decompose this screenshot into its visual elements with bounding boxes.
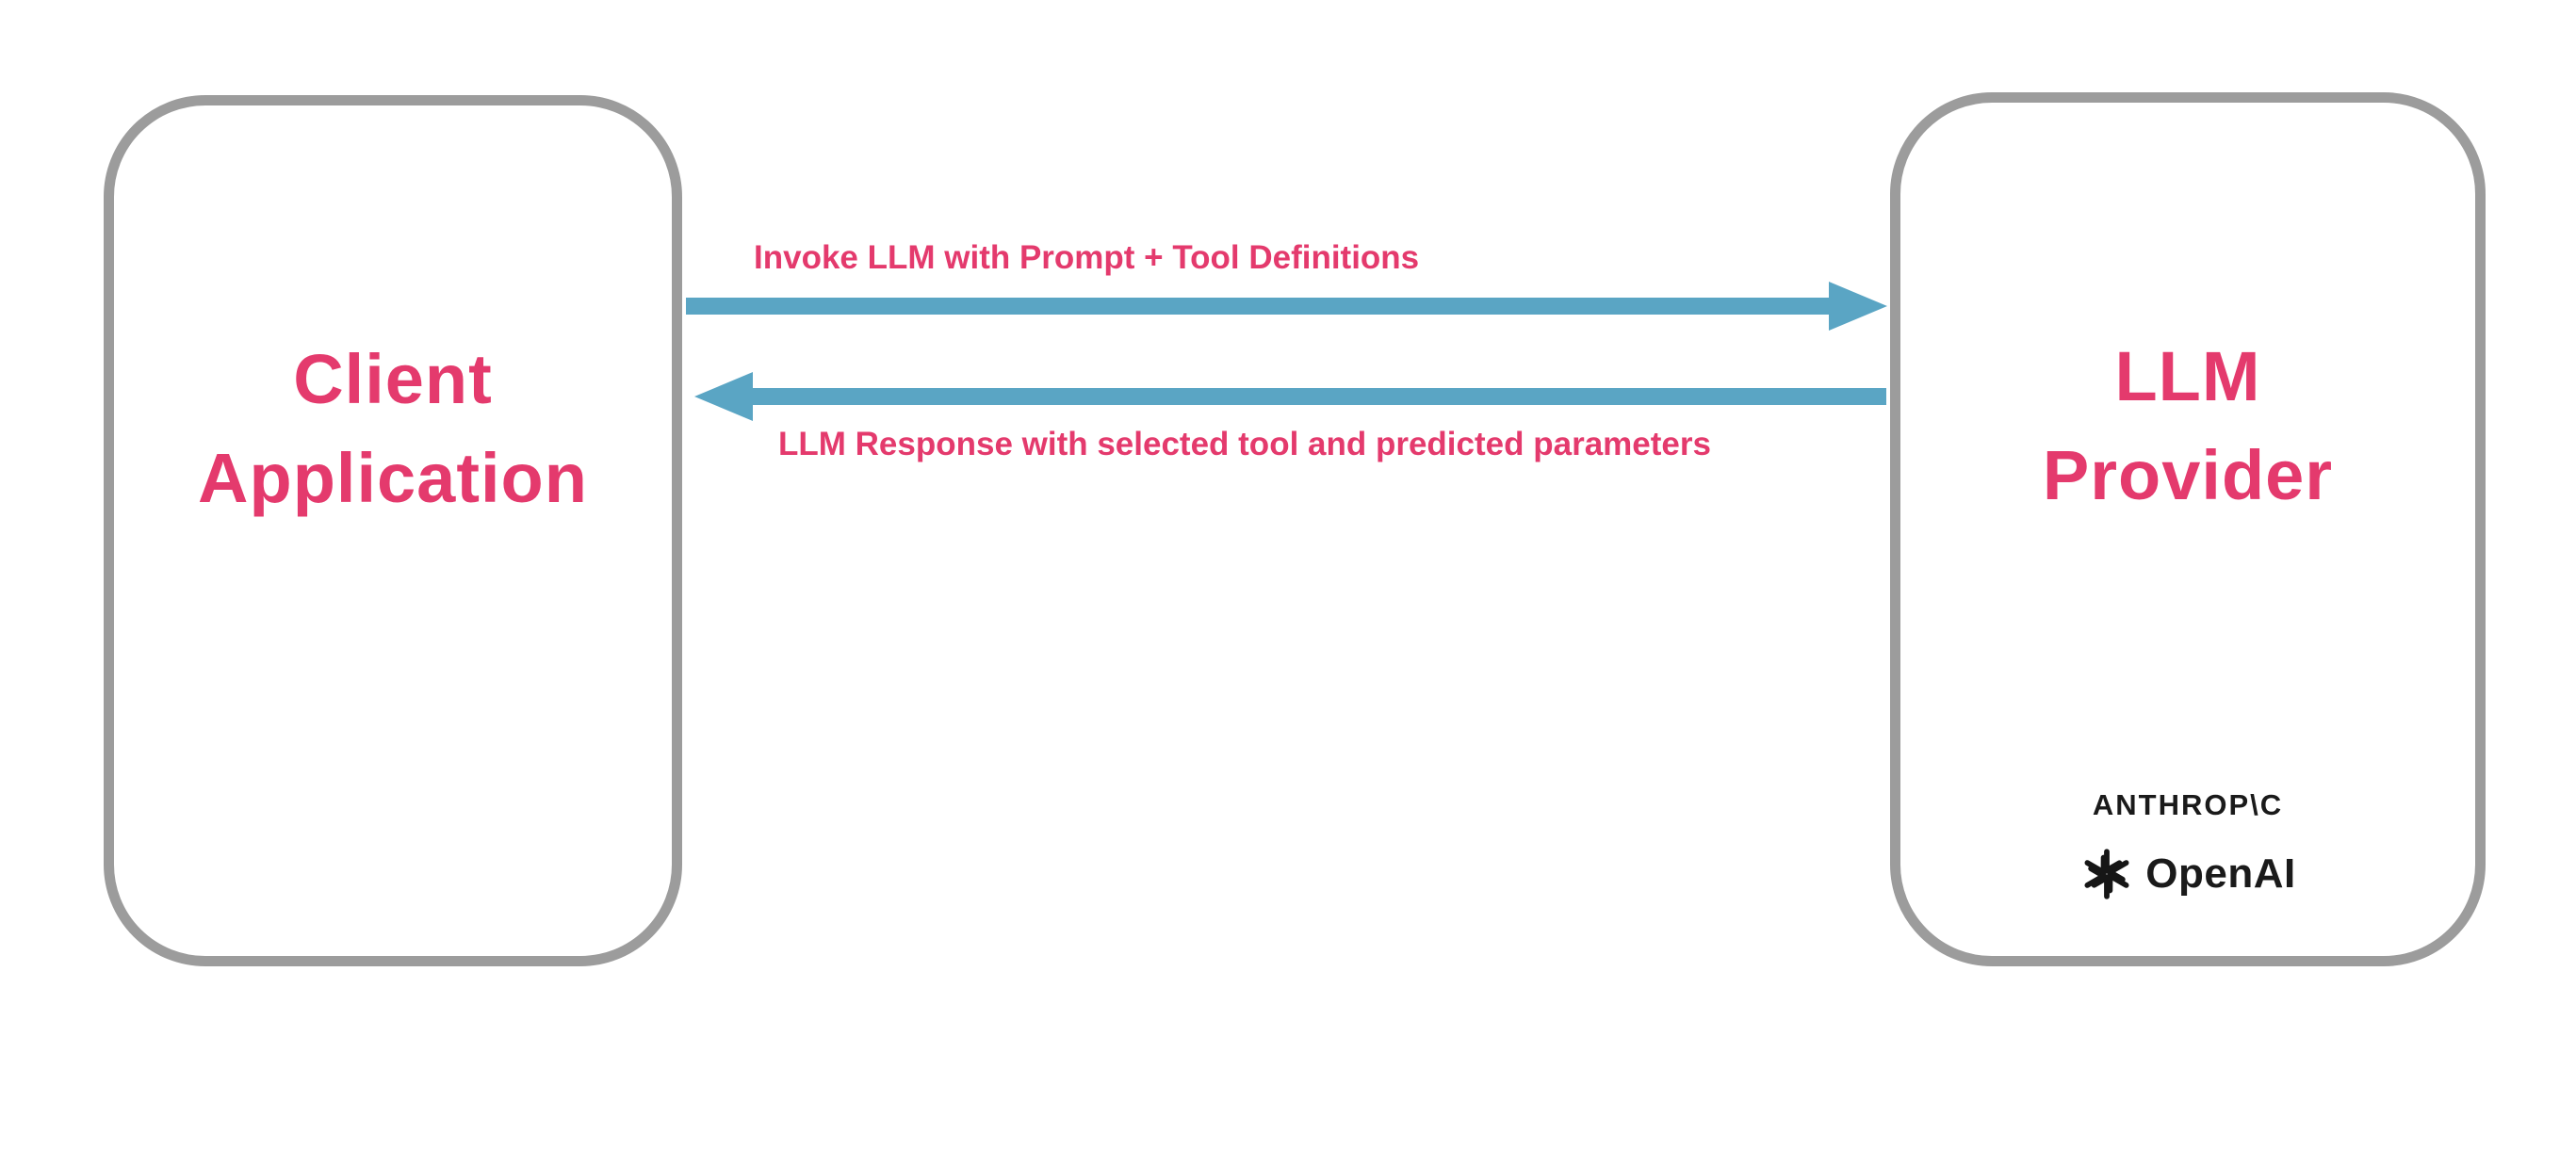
openai-wordmark: OpenAI [2145, 850, 2296, 897]
response-arrow [694, 372, 1886, 421]
anthropic-logo: ANTHROP\C [2092, 788, 2284, 821]
request-arrow-label: Invoke LLM with Prompt + Tool Definition… [754, 239, 1420, 276]
client-title-line2: Application [198, 439, 588, 518]
request-arrow-shaft [686, 298, 1834, 315]
provider-logos: ANTHROP\C OpenAI [1900, 788, 2475, 901]
request-arrow [686, 282, 1887, 331]
provider-title-line1: LLM [2114, 337, 2261, 415]
client-application-box: Client Application [104, 95, 682, 966]
llm-provider-box: LLM Provider ANTHROP\C OpenAI [1890, 92, 2486, 966]
response-arrow-label: LLM Response with selected tool and pred… [778, 426, 1711, 462]
llm-provider-title: LLM Provider [1900, 327, 2475, 525]
response-arrowhead-icon [694, 372, 753, 421]
openai-logo: OpenAI [2079, 847, 2295, 901]
client-application-title: Client Application [114, 330, 672, 527]
openai-knot-icon [2084, 849, 2129, 899]
client-title-line1: Client [293, 340, 493, 418]
provider-title-line2: Provider [2042, 436, 2334, 515]
response-arrow-shaft [747, 388, 1886, 405]
request-arrowhead-icon [1829, 282, 1887, 331]
